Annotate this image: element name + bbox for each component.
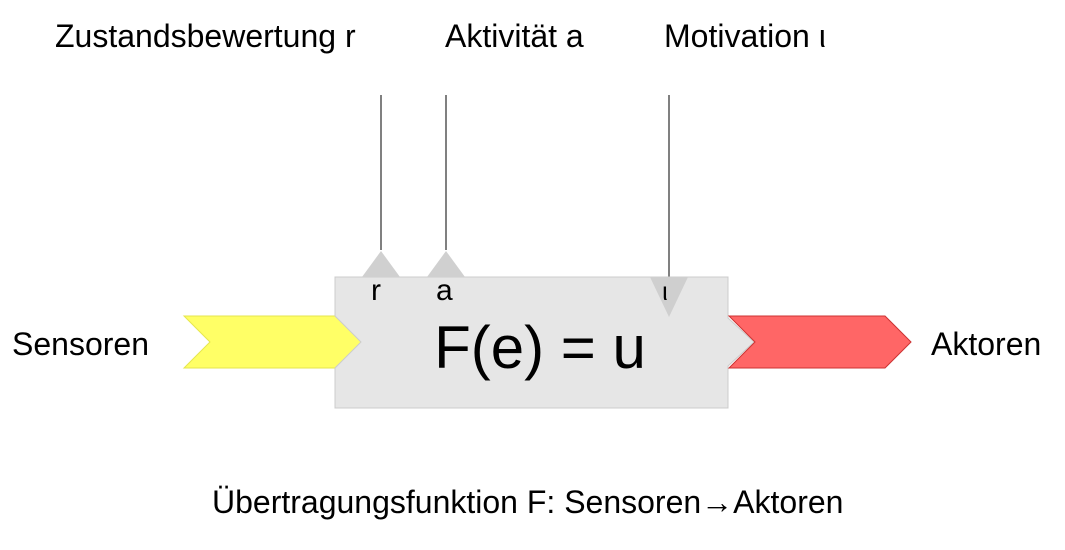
sensor-label: Sensoren [12, 326, 149, 362]
diagram-caption: Übertragungsfunktion F: Sensoren→Aktoren [212, 484, 844, 520]
actor-arrow [727, 315, 912, 369]
port-r-triangle [362, 251, 400, 277]
function-box [334, 276, 755, 409]
zustand-label: Zustandsbewertung r [55, 18, 356, 54]
port-r-label: r [371, 274, 381, 307]
port-iota-label: ι [662, 276, 668, 306]
port-a-label: a [436, 274, 453, 307]
port-a-triangle [427, 251, 465, 277]
transfer-formula: F(e) = u [434, 314, 646, 381]
aktivitaet-label: Aktivität a [445, 18, 584, 54]
actor-label: Aktoren [931, 326, 1042, 362]
motivation-label: Motivation ι [664, 18, 826, 54]
port-iota-triangle [650, 277, 688, 317]
